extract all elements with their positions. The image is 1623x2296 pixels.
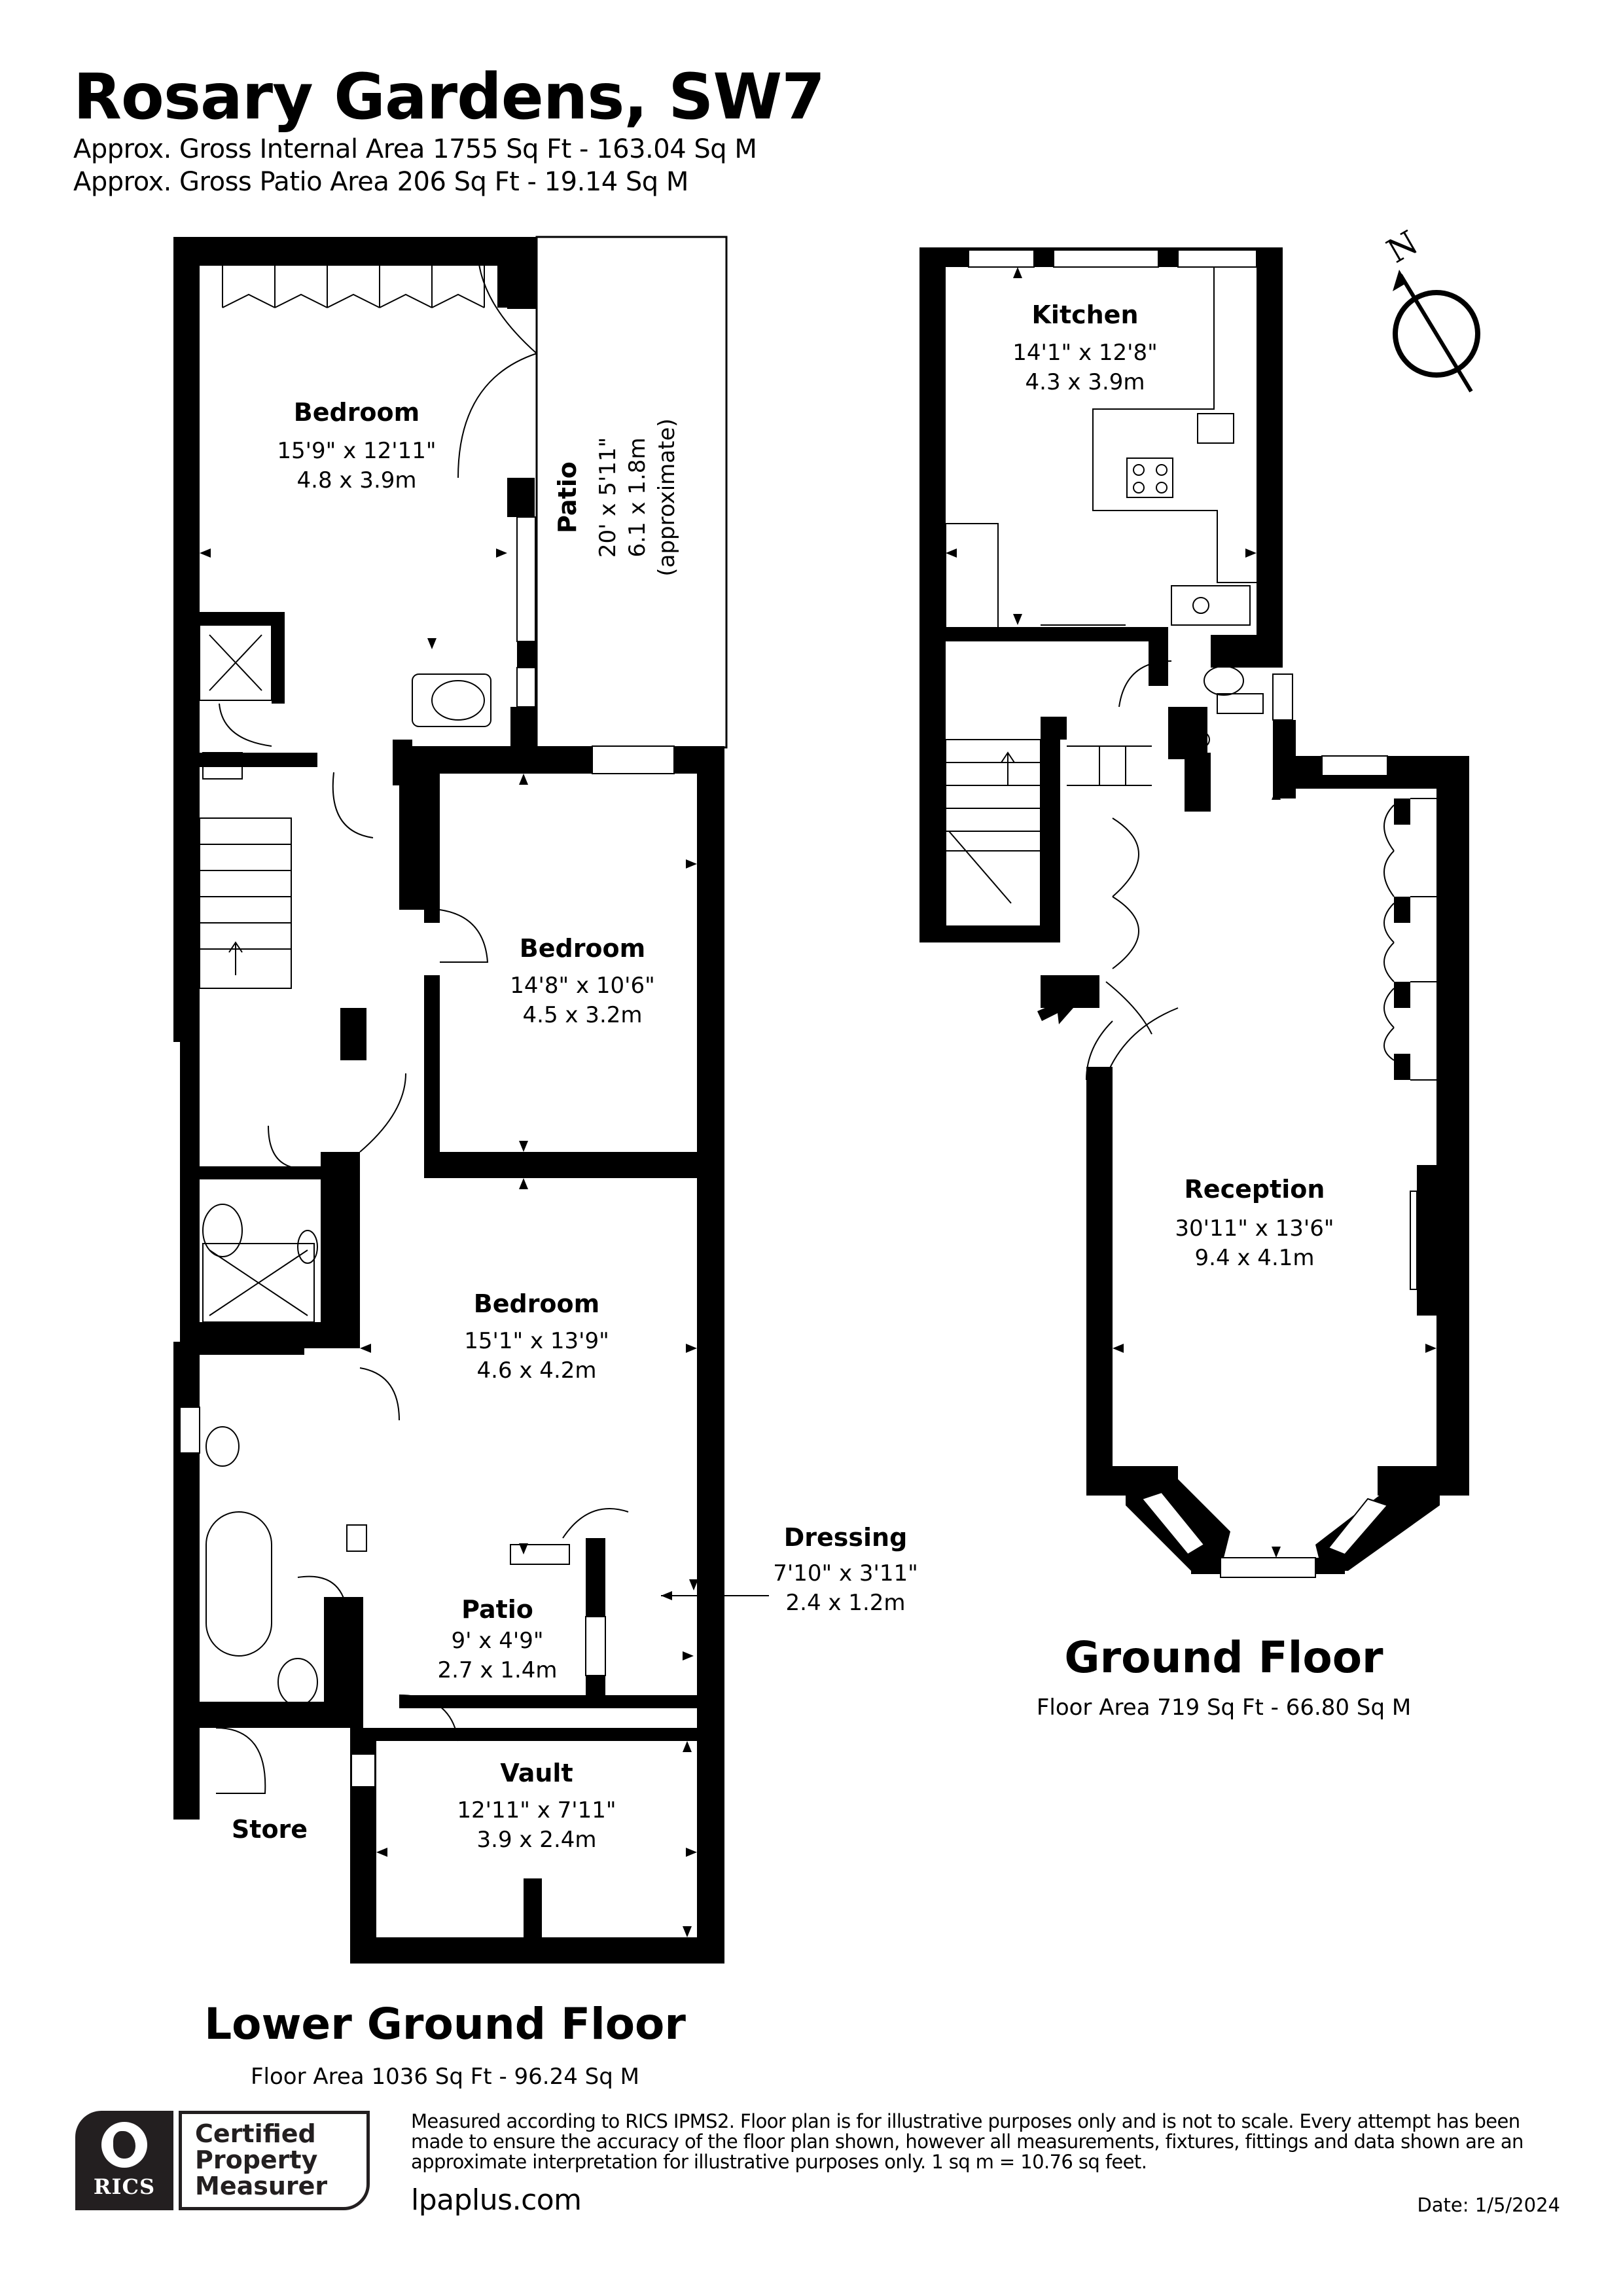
room-dim-imperial: 20' x 5'11": [595, 437, 621, 558]
cert-line-2: Property: [195, 2145, 318, 2175]
dimension-arrows-lower-ground: [200, 548, 698, 1937]
lower-ground-floor-title: Lower Ground Floor: [204, 1999, 686, 2049]
room-labels-ground: Kitchen 14'1" x 12'8" 4.3 x 3.9m Recepti…: [1012, 300, 1334, 1271]
gross-patio-area: Approx. Gross Patio Area 206 Sq Ft - 19.…: [73, 167, 688, 197]
room-dim-imperial: 14'8" x 10'6": [510, 973, 655, 999]
room-name: Patio: [553, 461, 582, 533]
rics-certified-badge: RICS Certified Property Measurer: [75, 2111, 370, 2210]
gross-internal-area: Approx. Gross Internal Area 1755 Sq Ft -…: [73, 134, 757, 164]
room-dim-imperial: 12'11" x 7'11": [457, 1797, 616, 1823]
room-dim-metric: 3.9 x 2.4m: [477, 1827, 597, 1853]
room-dim-imperial: 15'1" x 13'9": [464, 1328, 609, 1354]
ground-floor-plan: [919, 247, 1469, 1574]
room-name: Dressing: [784, 1523, 908, 1552]
entrance-arrow-icon: [1037, 990, 1073, 1024]
plan-date: Date: 1/5/2024: [1417, 2194, 1560, 2216]
room-dim-metric: 2.4 x 1.2m: [786, 1590, 906, 1616]
doors-lower-ground: [215, 248, 629, 1794]
fixtures-lower-ground: [199, 624, 491, 1706]
compass-north-icon: N: [1381, 223, 1480, 393]
room-dim-imperial: 7'10" x 3'11": [773, 1560, 918, 1587]
ground-floor-title: Ground Floor: [1064, 1632, 1383, 1683]
doors-ground: [1086, 660, 1436, 1290]
room-name: Patio: [461, 1595, 533, 1624]
room-dim-metric: 6.1 x 1.8m: [624, 438, 651, 558]
room-name: Reception: [1185, 1175, 1325, 1204]
lion-icon: [101, 2122, 147, 2168]
room-labels-lower-ground: Bedroom 15'9" x 12'11" 4.8 x 3.9m Patio …: [232, 398, 918, 1853]
room-dim-metric: 4.5 x 3.2m: [523, 1002, 643, 1028]
lower-ground-floor-plan: [173, 237, 724, 1964]
room-name: Vault: [500, 1759, 573, 1787]
ground-floor-area: Floor Area 719 Sq Ft - 66.80 Sq M: [1036, 1695, 1412, 1721]
wardrobe-doors: [222, 266, 485, 308]
room-note: (approximate): [654, 418, 680, 576]
website-link[interactable]: lpaplus.com: [411, 2183, 582, 2217]
room-name: Bedroom: [520, 934, 646, 963]
rics-logo: RICS: [75, 2111, 173, 2210]
compass-label: N: [1381, 223, 1425, 270]
windows-ground: [968, 249, 1389, 1578]
dimension-arrows-ground: [946, 267, 1436, 1558]
room-name: Bedroom: [474, 1289, 600, 1318]
lower-ground-floor-area: Floor Area 1036 Sq Ft - 96.24 Sq M: [251, 2064, 639, 2090]
fixtures-ground: [1185, 666, 1244, 749]
windows-lower-ground: [179, 516, 675, 1787]
room-dim-imperial: 14'1" x 12'8": [1012, 340, 1158, 366]
staircase-ground: [945, 739, 1152, 927]
property-title: Rosary Gardens, SW7: [73, 60, 825, 134]
cert-line-1: Certified: [195, 2119, 316, 2149]
staircase-lower-ground: [199, 817, 292, 989]
room-dim-imperial: 9' x 4'9": [452, 1628, 544, 1654]
certification-text: Certified Property Measurer: [179, 2111, 370, 2210]
disclaimer-text: Measured according to RICS IPMS2. Floor …: [411, 2110, 1524, 2173]
room-dim-metric: 2.7 x 1.4m: [438, 1657, 558, 1683]
room-dim-metric: 9.4 x 4.1m: [1195, 1245, 1315, 1271]
room-name: Bedroom: [294, 398, 420, 427]
room-dim-metric: 4.6 x 4.2m: [477, 1357, 597, 1384]
rics-brand: RICS: [93, 2174, 156, 2199]
room-dim-metric: 4.8 x 3.9m: [297, 467, 417, 493]
room-dim-imperial: 30'11" x 13'6": [1175, 1215, 1334, 1242]
room-dim-imperial: 15'9" x 12'11": [277, 438, 436, 464]
cert-line-3: Measurer: [195, 2171, 328, 2200]
kitchen-units: [945, 267, 1257, 630]
room-name: Store: [232, 1815, 308, 1844]
room-name: Kitchen: [1031, 300, 1138, 329]
room-dim-metric: 4.3 x 3.9m: [1026, 369, 1145, 395]
